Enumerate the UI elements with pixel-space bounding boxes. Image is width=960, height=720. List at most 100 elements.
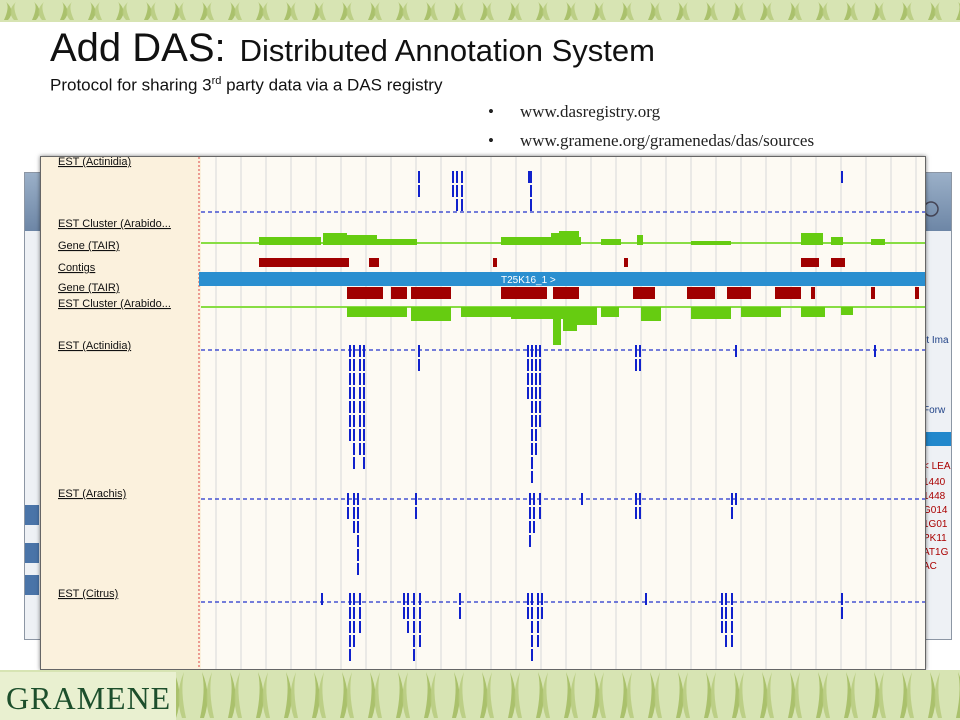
leaf-mark bbox=[374, 2, 382, 20]
leaf-mark bbox=[290, 2, 298, 20]
leaf-mark bbox=[570, 2, 578, 20]
leaf-mark bbox=[822, 672, 830, 718]
leaf-mark bbox=[312, 672, 320, 718]
leaf-mark bbox=[844, 2, 852, 20]
side-label: 1440 bbox=[923, 477, 946, 488]
gene-block bbox=[259, 258, 347, 267]
est-tick bbox=[533, 521, 535, 533]
est-tick bbox=[635, 507, 637, 519]
side-label: < LEA bbox=[923, 461, 951, 472]
track-label: EST (Actinidia) bbox=[58, 157, 131, 168]
leaf-mark bbox=[906, 672, 914, 718]
track-label: EST Cluster (Arabido... bbox=[58, 298, 171, 310]
leaf-mark bbox=[598, 672, 606, 718]
gene-block bbox=[369, 258, 379, 267]
est-tick bbox=[452, 185, 454, 197]
est-tick bbox=[407, 621, 409, 633]
leaf-mark bbox=[564, 672, 572, 718]
side-label: AT1G bbox=[923, 547, 949, 558]
link-dasregistry[interactable]: www.dasregistry.org bbox=[520, 102, 661, 121]
est-tick bbox=[353, 443, 355, 455]
est-tick bbox=[403, 593, 405, 605]
side-label: rt Ima bbox=[923, 335, 949, 346]
est-tick bbox=[363, 359, 365, 371]
gene-block bbox=[871, 287, 875, 299]
link-gramene-das[interactable]: www.gramene.org/gramenedas/das/sources bbox=[520, 131, 815, 150]
est-tick bbox=[535, 373, 537, 385]
leaf-mark bbox=[514, 672, 522, 718]
side-button bbox=[25, 543, 39, 563]
leaf-mark bbox=[648, 2, 656, 20]
leaf-mark bbox=[564, 2, 572, 20]
leaf-mark bbox=[592, 2, 600, 20]
est-tick bbox=[349, 635, 351, 647]
est-tick bbox=[531, 345, 533, 357]
est-tick bbox=[359, 415, 361, 427]
est-tick bbox=[529, 535, 531, 547]
est-tick bbox=[357, 493, 359, 505]
side-label: 1G01 bbox=[923, 519, 948, 530]
leaf-mark bbox=[458, 2, 466, 20]
est-tick bbox=[413, 593, 415, 605]
est-tick bbox=[415, 493, 417, 505]
leaf-mark bbox=[424, 2, 432, 20]
est-tick bbox=[531, 635, 533, 647]
est-tick bbox=[353, 521, 355, 533]
leaf-mark bbox=[452, 2, 460, 20]
est-tick bbox=[456, 171, 458, 183]
track-label: Gene (TAIR) bbox=[58, 240, 120, 252]
est-tick bbox=[349, 401, 351, 413]
leaf-mark bbox=[878, 672, 886, 718]
est-tick bbox=[535, 387, 537, 399]
est-tick bbox=[353, 621, 355, 633]
leaf-mark bbox=[542, 2, 550, 20]
leaf-mark bbox=[480, 672, 488, 718]
est-cluster-block bbox=[641, 307, 661, 321]
leaf-mark bbox=[486, 2, 494, 20]
leaf-mark bbox=[676, 2, 684, 20]
gene-block bbox=[687, 287, 715, 299]
side-label: PK11 bbox=[923, 533, 947, 544]
est-tick bbox=[735, 493, 737, 505]
est-tick bbox=[529, 507, 531, 519]
est-tick bbox=[535, 429, 537, 441]
leaf-mark bbox=[318, 2, 326, 20]
leaf-mark bbox=[10, 2, 18, 20]
leaf-mark bbox=[116, 2, 124, 20]
est-cluster-block bbox=[831, 237, 843, 245]
leaf-mark bbox=[906, 2, 914, 20]
gene-block bbox=[915, 287, 919, 299]
est-tick bbox=[539, 415, 541, 427]
leaf-mark bbox=[256, 2, 264, 20]
est-tick bbox=[403, 607, 405, 619]
est-tick bbox=[531, 415, 533, 427]
est-tick bbox=[539, 387, 541, 399]
leaf-mark bbox=[480, 2, 488, 20]
est-cluster-block bbox=[501, 237, 581, 245]
leaf-mark bbox=[620, 2, 628, 20]
leaf-mark bbox=[94, 2, 102, 20]
leaf-mark bbox=[430, 2, 438, 20]
est-tick bbox=[539, 373, 541, 385]
est-tick bbox=[353, 607, 355, 619]
est-tick bbox=[725, 607, 727, 619]
leaf-mark bbox=[878, 2, 886, 20]
est-tick bbox=[363, 429, 365, 441]
leaf-mark bbox=[206, 2, 214, 20]
leaf-mark bbox=[346, 2, 354, 20]
leaf-mark bbox=[956, 2, 960, 20]
gene-block bbox=[501, 287, 547, 299]
est-tick bbox=[530, 171, 532, 183]
est-tick bbox=[359, 607, 361, 619]
leaf-mark bbox=[172, 2, 180, 20]
est-tick bbox=[531, 621, 533, 633]
est-tick bbox=[721, 593, 723, 605]
est-cluster-block bbox=[841, 307, 853, 315]
leaf-mark bbox=[150, 2, 158, 20]
side-label: 1448 bbox=[923, 491, 946, 502]
est-tick bbox=[363, 373, 365, 385]
est-tick bbox=[735, 345, 737, 357]
gene-block bbox=[319, 258, 349, 267]
leaf-mark bbox=[934, 2, 942, 20]
leaf-mark bbox=[850, 2, 858, 20]
